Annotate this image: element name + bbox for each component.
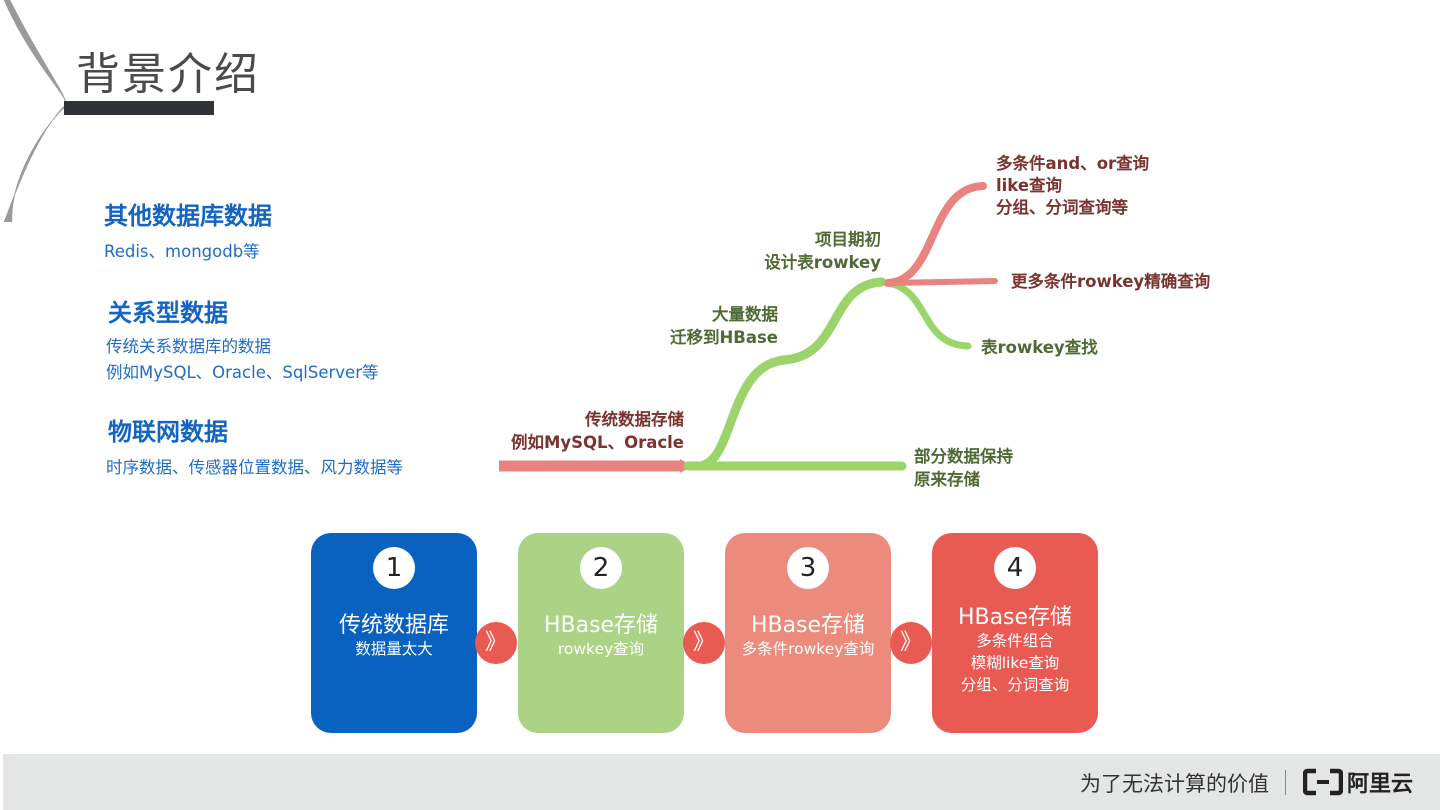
mindmap-precise-query-label: 更多条件rowkey精确查询	[1011, 272, 1211, 291]
label-line: 部分数据保持	[914, 447, 1013, 466]
mindmap-remain-label: 部分数据保持 原来存储	[914, 445, 1013, 491]
step-arrow-icon: 》	[683, 622, 725, 664]
step-subtitle: 模糊like查询	[970, 654, 1060, 672]
label-line: 传统数据存储	[585, 410, 684, 429]
label-line: 多条件and、or查询	[996, 154, 1150, 173]
source-other-databases: 其他数据库数据 Redis、mongodb等	[104, 196, 272, 265]
source-heading: 其他数据库数据	[104, 202, 272, 230]
source-heading: 物联网数据	[108, 418, 228, 446]
step-subtitle: rowkey查询	[557, 640, 645, 658]
footer-slogan: 为了无法计算的价值	[1080, 772, 1269, 796]
branch-multi	[884, 182, 987, 287]
source-description: 例如MySQL、Oracle、SqlServer等	[106, 363, 379, 382]
label-line: like查询	[996, 176, 1063, 195]
step-subtitle: 数据量太大	[355, 640, 433, 658]
mindmap-migrate-label: 大量数据 迁移到HBase	[640, 303, 778, 349]
step-card-2: 2 HBase存储 rowkey查询	[518, 533, 684, 733]
mindmap-origin-label: 传统数据存储 例如MySQL、Oracle	[500, 408, 684, 454]
label-line: 例如MySQL、Oracle	[510, 433, 684, 452]
step-arrow-icon: 》	[890, 622, 932, 664]
step-title: 传统数据库	[338, 613, 449, 638]
alibaba-cloud-logo-icon	[1303, 768, 1343, 796]
footer-divider	[1285, 770, 1286, 795]
step-title: HBase存储	[957, 605, 1073, 630]
source-relational-data: 关系型数据 传统关系数据库的数据 例如MySQL、Oracle、SqlServe…	[106, 293, 379, 386]
brand-name: 阿里云	[1347, 772, 1414, 797]
step-number: 4	[994, 547, 1036, 589]
label-line: 设计表rowkey	[764, 253, 881, 272]
branch-lookup	[884, 279, 972, 350]
step-title: HBase存储	[543, 613, 659, 638]
branch-precise	[885, 278, 998, 286]
step-number: 1	[373, 547, 415, 589]
mindmap-design-label: 项目期初 设计表rowkey	[740, 228, 881, 274]
branch-migrate	[695, 355, 790, 471]
evolution-mindmap	[499, 182, 998, 473]
footer-bar: 为了无法计算的价值 阿里云	[3, 754, 1440, 810]
step-subtitle: 多条件rowkey查询	[741, 640, 875, 658]
step-card-3: 3 HBase存储 多条件rowkey查询	[725, 533, 891, 733]
label-line: 原来存储	[914, 470, 980, 489]
source-iot-data: 物联网数据 时序数据、传感器位置数据、风力数据等	[106, 412, 403, 481]
label-line: 分组、分词查询等	[996, 198, 1128, 217]
label-line: 项目期初	[815, 230, 881, 249]
title-underline-bar	[64, 101, 214, 115]
branch-migrate-mid	[777, 277, 887, 365]
label-line: 大量数据	[712, 305, 778, 324]
step-subtitle: 多条件组合	[976, 632, 1054, 650]
label-line: 迁移到HBase	[669, 328, 778, 347]
mindmap-multi-condition-label: 多条件and、or查询 like查询 分组、分词查询等	[996, 153, 1149, 219]
step-number: 3	[787, 547, 829, 589]
step-card-4: 4 HBase存储 多条件组合 模糊like查询 分组、分词查询	[932, 533, 1098, 733]
source-heading: 关系型数据	[108, 299, 228, 327]
step-number: 2	[580, 547, 622, 589]
source-description: 传统关系数据库的数据	[106, 337, 271, 356]
step-title: HBase存储	[750, 613, 866, 638]
step-arrow-icon: 》	[475, 622, 517, 664]
step-card-1: 1 传统数据库 数据量太大	[311, 533, 477, 733]
page-title: 背景介绍	[76, 49, 260, 100]
source-description: 时序数据、传感器位置数据、风力数据等	[106, 458, 403, 477]
step-subtitle: 分组、分词查询	[960, 676, 1070, 694]
mindmap-lookup-label: 表rowkey查找	[981, 338, 1098, 357]
source-description: Redis、mongodb等	[104, 242, 260, 261]
